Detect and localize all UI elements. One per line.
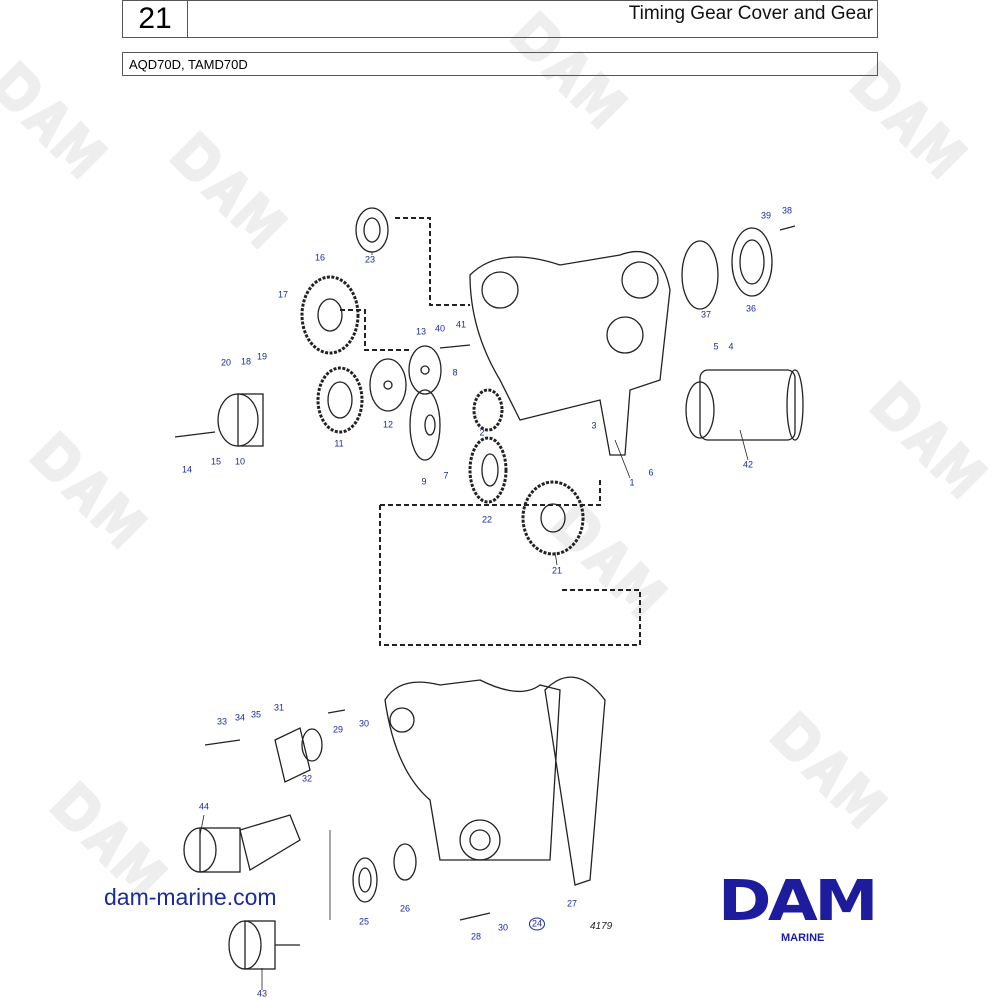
section-number: 21 <box>122 0 188 38</box>
drawing-number: 4179 <box>590 921 613 932</box>
timing-gear-housing-1 <box>469 250 671 456</box>
callout-38: 38 <box>781 205 793 216</box>
callout-33: 33 <box>216 716 228 727</box>
callout-23: 23 <box>364 254 376 265</box>
plate-13 <box>408 345 442 395</box>
bolts <box>174 225 796 921</box>
callout-39: 39 <box>760 210 772 221</box>
callout-10: 10 <box>234 456 246 467</box>
gear-22 <box>468 436 508 504</box>
callout-42: 42 <box>742 459 754 470</box>
oring-26 <box>393 843 417 881</box>
callout-17: 17 <box>277 289 289 300</box>
cover-31 <box>274 727 323 783</box>
callout-7: 7 <box>443 470 449 481</box>
website-link[interactable]: dam-marine.com <box>104 884 277 910</box>
engine-models: AQD70D, TAMD70D <box>122 52 878 76</box>
callout-6: 6 <box>648 467 654 478</box>
gear-21 <box>521 480 585 556</box>
callout-13: 13 <box>415 326 427 337</box>
hub-10 <box>217 393 264 447</box>
callout-2: 2 <box>479 427 485 438</box>
gear-16 <box>300 275 360 355</box>
callout-26: 26 <box>399 903 411 914</box>
callout-40: 40 <box>434 323 446 334</box>
pump-44 <box>183 814 301 873</box>
callout-30: 30 <box>358 718 370 729</box>
callout-1: 1 <box>629 477 635 488</box>
callout-25: 25 <box>358 916 370 927</box>
timing-gear-cover-24 <box>384 679 561 861</box>
callout-36: 36 <box>745 303 757 314</box>
callout-24: 24 <box>528 917 546 931</box>
callout-12: 12 <box>382 419 394 430</box>
callout-32: 32 <box>301 773 313 784</box>
title-box: Timing Gear Cover and Gear <box>187 0 878 38</box>
callout-29: 29 <box>332 724 344 735</box>
gasket-27 <box>544 676 606 886</box>
callout-37: 37 <box>700 309 712 320</box>
callout-31: 31 <box>273 702 285 713</box>
callout-9: 9 <box>421 476 427 487</box>
gear-11 <box>316 366 364 434</box>
callout-19: 19 <box>256 351 268 362</box>
gear-2 <box>472 388 504 432</box>
cover-36 <box>731 227 773 297</box>
leader-lines <box>199 252 749 990</box>
callout-28: 28 <box>470 931 482 942</box>
callout-11: 11 <box>334 438 344 449</box>
callout-3: 3 <box>591 420 597 431</box>
callout-20: 20 <box>220 357 232 368</box>
pulley-43 <box>228 920 300 970</box>
seal-37 <box>681 240 719 310</box>
callout-5: 5 <box>713 341 719 352</box>
assembly-lines <box>340 217 641 646</box>
gear-23 <box>355 207 389 253</box>
filter-42 <box>685 369 804 441</box>
seal-25 <box>352 857 378 903</box>
callout-44: 44 <box>198 801 210 812</box>
callout-8: 8 <box>452 367 458 378</box>
callout-35: 35 <box>250 709 262 720</box>
callout-21: 21 <box>551 565 563 576</box>
callout-22: 22 <box>481 514 493 525</box>
callout-16: 16 <box>314 252 326 263</box>
page-title: Timing Gear Cover and Gear <box>628 3 873 24</box>
dam-logo-subtitle: MARINE <box>781 932 825 944</box>
callout-43: 43 <box>256 988 268 999</box>
plate-12 <box>369 358 407 412</box>
callout-41: 41 <box>455 319 467 330</box>
callout-34: 34 <box>234 712 246 723</box>
callout-18: 18 <box>240 356 252 367</box>
dam-logo: DAM <box>718 869 878 934</box>
callout-15: 15 <box>210 456 222 467</box>
callout-14: 14 <box>181 464 193 475</box>
callout-27: 27 <box>566 898 578 909</box>
callout-30b: 30 <box>497 922 509 933</box>
callout-4: 4 <box>728 341 734 352</box>
washer-9 <box>409 389 441 461</box>
